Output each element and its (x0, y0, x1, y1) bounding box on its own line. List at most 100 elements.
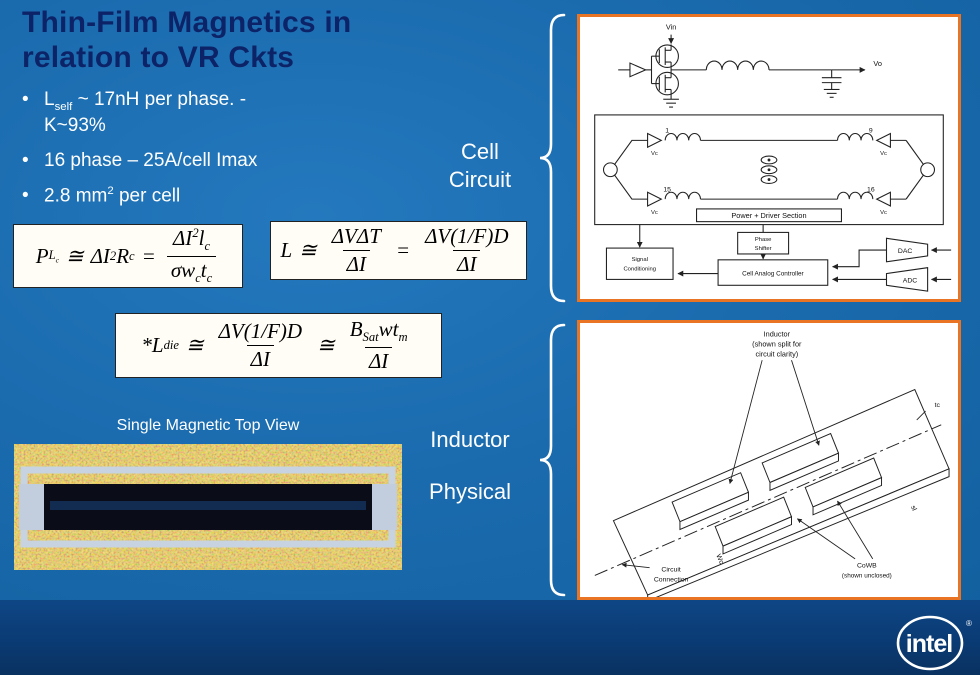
f1-r: R (116, 243, 130, 268)
f3-num1: ΔV(1/F)D (218, 319, 303, 343)
vc-label: Vc (651, 151, 658, 157)
photo-caption: Single Magnetic Top View (116, 417, 300, 434)
f3-num2a-sub: Sat (362, 330, 379, 345)
bullet-marker: • (22, 89, 29, 110)
intel-logo-registered-mark: ® (966, 619, 972, 628)
inductor-physical-labels: Inductor (shown split for circuit clarit… (654, 330, 941, 584)
inductor-physical-label-line2: Physical (429, 479, 511, 504)
inductor-note-line2: (shown split for (752, 339, 802, 348)
f1-den1: σw (170, 257, 196, 282)
cowb-label-line1: CoWB (857, 563, 877, 570)
sl-label: sl (909, 505, 918, 513)
cell-analog-controller-label: Cell Analog Controller (742, 271, 804, 278)
f1-denominator: σwctc (166, 255, 217, 286)
f1-rel: ≅ (65, 243, 84, 268)
b3-sup: 2 (107, 184, 114, 197)
f2-lhs: L (280, 238, 293, 262)
vin-label: Vin (666, 23, 676, 32)
f3-den1: ΔI (246, 345, 274, 372)
bullet-phase-current: • 16 phase – 25A/cell Imax (22, 149, 452, 173)
bullet-cell-area-text: 2.8 mm2 per cell (44, 184, 180, 208)
f3-lhs-sub: die (163, 338, 179, 352)
signal-conditioning-label-line1: Signal (632, 257, 648, 263)
bullet-marker: • (22, 149, 29, 171)
f1-den2: t (200, 257, 207, 282)
f1-di: ΔI (90, 243, 110, 268)
cell-circuit-panel: Vin Vo 1 9 15 16 Vc Vc Vc Vc Power + Dri… (577, 14, 961, 302)
f3-star: * (141, 333, 152, 357)
inductor-physical-brace (538, 322, 568, 603)
f1-den2-sub: c (206, 270, 213, 285)
photo-svg (14, 444, 402, 570)
bullet-cell-area: • 2.8 mm2 per cell (22, 184, 452, 208)
inductor-note-line1: Inductor (764, 330, 791, 339)
inductor-physical-drawing: Inductor (shown split for circuit clarit… (594, 330, 950, 597)
phase-array-box (594, 114, 944, 226)
f1-lhs: P (35, 243, 49, 268)
f3-num2b-sub: m (398, 330, 408, 345)
bullet-list: • Lself ~ 17nH per phase. - K~93% • 16 ph… (22, 88, 452, 219)
cell-circuit-schematic: Vin Vo 1 9 15 16 Vc Vc Vc Vc Power + Dri… (594, 23, 952, 292)
intel-logo: intel ® (894, 612, 974, 675)
cell-circuit-brace (538, 12, 568, 309)
f2-num2: ΔV(1/F)D (425, 224, 509, 248)
f3-rel2: ≅ (317, 333, 335, 357)
f1-num2-sub: c (204, 239, 211, 254)
substrate-plate (612, 388, 950, 597)
photo-bar-sheen (50, 501, 366, 510)
bullet-self-inductance-text: Lself ~ 17nH per phase. - K~93% (44, 88, 246, 138)
b3-pre: 2.8 mm (44, 184, 108, 206)
inductor-bars (671, 432, 883, 555)
photo-right-pad (370, 484, 397, 530)
b1-line2: K~93% (44, 115, 106, 137)
b1-rest: ~ 17nH per phase. - (72, 89, 247, 110)
phase-9-label: 9 (869, 128, 873, 135)
f1-num2: l (198, 226, 205, 251)
formula-inductance: L ≅ ΔVΔT ΔI = ΔV(1/F)D ΔI (270, 221, 527, 280)
tc-label: tc (935, 402, 941, 409)
inductor-note-line3: circuit clarity) (755, 349, 798, 358)
page-title: Thin-Film Magnetics in relation to VR Ck… (22, 6, 352, 74)
adc-label: ADC (903, 277, 918, 284)
cell-circuit-labels: Vin Vo 1 9 15 16 Vc Vc Vc Vc Power + Dri… (623, 23, 917, 285)
f2-fraction1: ΔVΔT ΔI (328, 224, 385, 277)
inductor-physical-panel: Inductor (shown split for circuit clarit… (577, 320, 961, 600)
f2-num1: ΔVΔT (331, 224, 381, 248)
f1-di-exp: 2 (109, 248, 117, 263)
center-axis-line (594, 424, 942, 576)
f1-r-sub: c (129, 248, 135, 263)
phase-shifter-label-line2: Shifter (755, 246, 772, 252)
f2-rel: ≅ (299, 238, 317, 262)
b1-main: L (44, 89, 55, 110)
vc-label: Vc (880, 151, 887, 157)
photo-left-pad (19, 484, 46, 530)
cowb-label-line2: (shown unclosed) (842, 572, 892, 579)
f1-num1: ΔI (172, 226, 193, 251)
f1-den1-sub: c (195, 270, 201, 285)
f3-rel1: ≅ (186, 333, 204, 357)
control-blocks (605, 224, 952, 292)
bullet-self-inductance: • Lself ~ 17nH per phase. - K~93% (22, 88, 452, 138)
f1-lhs-sub: Lc (49, 248, 59, 265)
bullet-phase-current-text: 16 phase – 25A/cell Imax (44, 149, 258, 171)
intel-logo-text: intel (906, 630, 952, 658)
phase-15-label: 15 (663, 186, 671, 193)
buck-converter-stage (618, 34, 866, 108)
f1-numerator: ΔI2lc (169, 226, 214, 255)
f3-num2b: wt (378, 317, 399, 342)
dac-label: DAC (898, 248, 913, 255)
vc-label: Vc (651, 210, 658, 216)
bullet-marker: • (22, 184, 29, 206)
phase-shifter-label-line1: Phase (755, 237, 772, 243)
cell-circuit-label-line1: Cell (461, 139, 499, 164)
cell-circuit-label: Cell Circuit (428, 138, 532, 193)
footer-band (0, 600, 980, 675)
f3-fraction2: BSatwtm ΔI (346, 317, 412, 373)
vo-label: Vo (873, 59, 882, 68)
b1-sub: self (54, 100, 73, 113)
cell-circuit-label-line2: Circuit (448, 166, 512, 192)
f3-den2: ΔI (364, 346, 393, 374)
